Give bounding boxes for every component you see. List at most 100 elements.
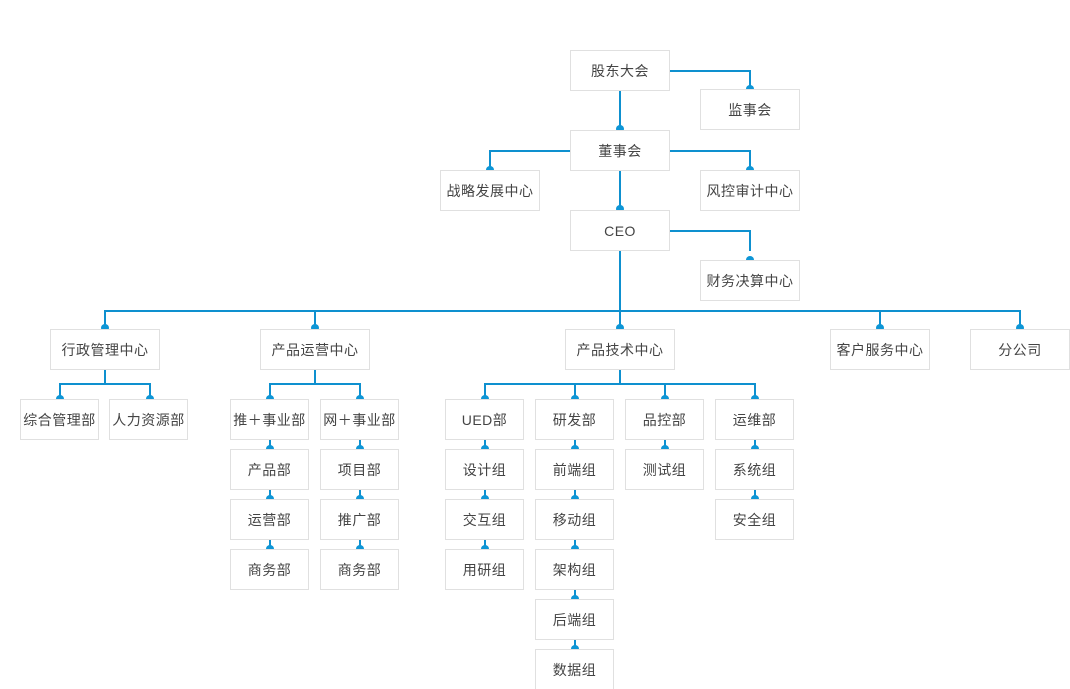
node-label: 用研组 [462,561,507,578]
node-strategy-development-center[interactable]: 战略发展中心 [440,170,540,211]
node-promotion-dept[interactable]: 推广部 [320,499,399,540]
node-label: 研发部 [552,411,597,428]
node-general-management-dept[interactable]: 综合管理部 [20,399,99,440]
edge-board-to-risk-v [749,150,751,171]
edge-tech-drop-ued [484,383,486,400]
node-design-group[interactable]: 设计组 [445,449,524,490]
node-finance-settlement-center[interactable]: 财务决算中心 [700,260,800,301]
node-label: 移动组 [552,511,597,528]
node-label: 推＋事业部 [233,411,306,428]
dot-board-of-directors [616,125,624,133]
node-ceo[interactable]: CEO [570,210,670,251]
dot-branch-company [1016,324,1024,332]
node-customer-service-center[interactable]: 客户服务中心 [830,329,930,370]
node-product-dept[interactable]: 产品部 [230,449,309,490]
edge-board-to-ceo-v [619,171,621,211]
edge-technology-down [619,370,621,383]
dot-ceo [616,205,624,213]
node-branch-company[interactable]: 分公司 [970,329,1070,370]
edge-board-to-risk-h [620,150,751,152]
node-label: UED部 [461,411,508,428]
node-data-group[interactable]: 数据组 [535,649,614,689]
node-qa-dept[interactable]: 品控部 [625,399,704,440]
edge-shareholders-to-board-v [619,91,621,131]
edge-operation-drop-tui [269,383,271,400]
edge-ceo-to-finance-v [749,230,751,251]
node-label: 架构组 [552,561,597,578]
node-architecture-group[interactable]: 架构组 [535,549,614,590]
node-label: 项目部 [337,461,382,478]
node-business-dept-right[interactable]: 商务部 [320,549,399,590]
node-label: 产品运营中心 [271,341,359,358]
edge-technology-subbus [484,383,756,385]
node-board-of-directors[interactable]: 董事会 [570,130,670,171]
node-label: 财务决算中心 [706,272,794,289]
edge-admin-drop-general [59,383,61,400]
node-label: 推广部 [337,511,382,528]
node-tui-business-unit[interactable]: 推＋事业部 [230,399,309,440]
node-label: 战略发展中心 [446,182,534,199]
node-backend-group[interactable]: 后端组 [535,599,614,640]
edge-board-to-strategy-h [489,150,621,152]
node-business-dept-left[interactable]: 商务部 [230,549,309,590]
node-label: 董事会 [598,142,642,159]
node-label: 运维部 [732,411,777,428]
node-operation-dept[interactable]: 运营部 [230,499,309,540]
node-label: CEO [604,222,636,239]
edge-ceo-to-mainbus-v [619,251,621,311]
node-label: 客户服务中心 [836,341,924,358]
dot-customer-service-center [876,324,884,332]
node-product-technology-center[interactable]: 产品技术中心 [565,329,675,370]
dot-product-technology-center [616,324,624,332]
edge-bus-drop-branch [1019,310,1021,330]
edge-tech-drop-qa [664,383,666,400]
node-label: 分公司 [998,341,1042,358]
edge-shareholders-to-supervisors-v [749,70,751,91]
edge-operation-subbus [269,383,361,385]
edge-operation-drop-wang [359,383,361,400]
node-ued-dept[interactable]: UED部 [445,399,524,440]
node-label: 人力资源部 [112,411,185,428]
node-label: 综合管理部 [23,411,96,428]
edge-shareholders-to-supervisors-h [620,70,751,72]
node-label: 监事会 [728,101,772,118]
edge-main-bus [104,310,1021,312]
edge-tech-drop-rd [574,383,576,400]
node-interaction-group[interactable]: 交互组 [445,499,524,540]
node-label: 商务部 [247,561,292,578]
node-label: 交互组 [462,511,507,528]
edge-operation-down [314,370,316,383]
node-shareholders-meeting[interactable]: 股东大会 [570,50,670,91]
node-security-group[interactable]: 安全组 [715,499,794,540]
node-user-research-group[interactable]: 用研组 [445,549,524,590]
node-label: 后端组 [552,611,597,628]
node-wang-business-unit[interactable]: 网＋事业部 [320,399,399,440]
edge-bus-drop-customer-service [879,310,881,330]
dot-admin-management-center [101,324,109,332]
edge-bus-drop-admin [104,310,106,330]
edge-tech-drop-ops [754,383,756,400]
node-mobile-group[interactable]: 移动组 [535,499,614,540]
dot-product-operation-center [311,324,319,332]
edge-admin-subbus [59,383,151,385]
node-system-group[interactable]: 系统组 [715,449,794,490]
node-label: 风控审计中心 [706,182,794,199]
node-board-of-supervisors[interactable]: 监事会 [700,89,800,130]
node-label: 运营部 [247,511,292,528]
node-admin-management-center[interactable]: 行政管理中心 [50,329,160,370]
node-frontend-group[interactable]: 前端组 [535,449,614,490]
edge-admin-down [104,370,106,383]
node-ops-dept[interactable]: 运维部 [715,399,794,440]
edge-ceo-to-finance-h [620,230,751,232]
node-label: 品控部 [642,411,687,428]
node-label: 安全组 [732,511,777,528]
node-project-dept[interactable]: 项目部 [320,449,399,490]
node-product-operation-center[interactable]: 产品运营中心 [260,329,370,370]
node-human-resources-dept[interactable]: 人力资源部 [109,399,188,440]
node-test-group[interactable]: 测试组 [625,449,704,490]
node-rd-dept[interactable]: 研发部 [535,399,614,440]
node-risk-audit-center[interactable]: 风控审计中心 [700,170,800,211]
edge-bus-drop-technology [619,310,621,330]
node-label: 商务部 [337,561,382,578]
